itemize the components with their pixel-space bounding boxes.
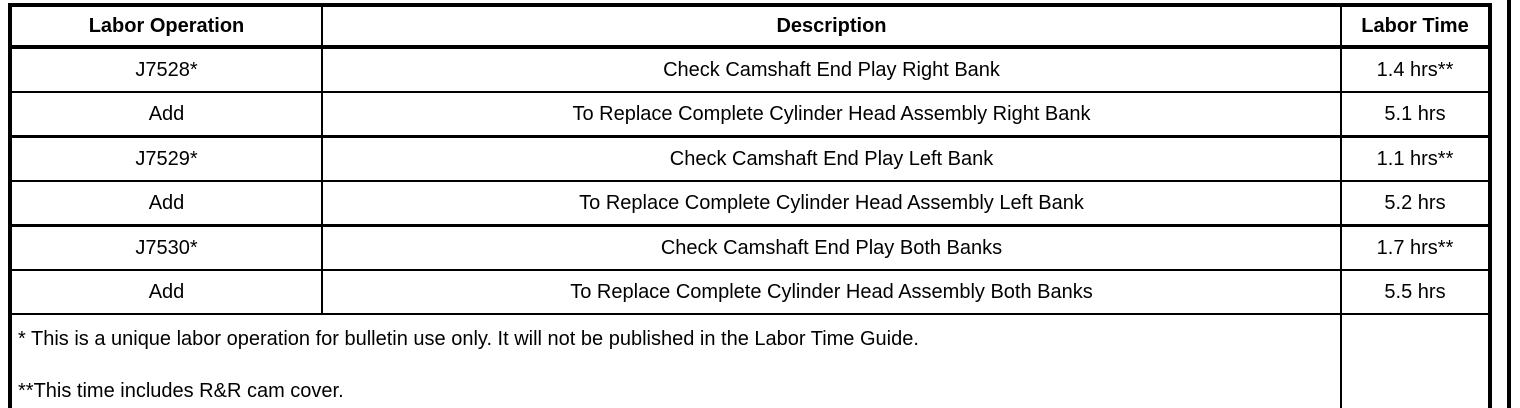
cell-labor-time: 5.5 hrs xyxy=(1340,269,1491,314)
cell-description: Check Camshaft End Play Right Bank xyxy=(321,47,1342,92)
footnote-cell: * This is a unique labor operation for b… xyxy=(9,313,1342,408)
cell-operation: Add xyxy=(9,269,323,314)
cell-description: To Replace Complete Cylinder Head Assemb… xyxy=(321,269,1342,314)
cell-operation: J7530* xyxy=(9,224,323,270)
labor-time-table-container: Labor Operation Description Labor Time J… xyxy=(8,3,1492,408)
cell-description: To Replace Complete Cylinder Head Assemb… xyxy=(321,91,1342,137)
cell-labor-time: 1.4 hrs** xyxy=(1340,47,1491,92)
cell-operation: Add xyxy=(9,91,323,137)
header-labor-operation: Labor Operation xyxy=(9,5,323,49)
cell-labor-time: 1.1 hrs** xyxy=(1340,135,1491,181)
table-row: J7529* Check Camshaft End Play Left Bank… xyxy=(9,135,1491,181)
cell-operation: J7528* xyxy=(9,47,323,92)
table-row: Add To Replace Complete Cylinder Head As… xyxy=(9,91,1491,137)
cell-operation: J7529* xyxy=(9,135,323,181)
footnote-double-asterisk: **This time includes R&R cam cover. xyxy=(18,380,344,402)
cell-description: Check Camshaft End Play Left Bank xyxy=(321,135,1342,181)
table-row: J7530* Check Camshaft End Play Both Bank… xyxy=(9,224,1491,270)
header-row: Labor Operation Description Labor Time xyxy=(9,5,1491,49)
footnote-row: * This is a unique labor operation for b… xyxy=(9,313,1491,408)
page-border-fragment xyxy=(1507,0,1511,408)
cell-labor-time: 5.2 hrs xyxy=(1340,180,1491,226)
header-labor-time: Labor Time xyxy=(1340,5,1491,49)
cell-labor-time: 5.1 hrs xyxy=(1340,91,1491,137)
cell-labor-time: 1.7 hrs** xyxy=(1340,224,1491,270)
cell-description: Check Camshaft End Play Both Banks xyxy=(321,224,1342,270)
table-row: Add To Replace Complete Cylinder Head As… xyxy=(9,269,1491,314)
footnote-asterisk: * This is a unique labor operation for b… xyxy=(18,328,919,350)
footnote-empty-labor-time-cell xyxy=(1340,313,1491,408)
table-row: J7528* Check Camshaft End Play Right Ban… xyxy=(9,47,1491,92)
cell-description: To Replace Complete Cylinder Head Assemb… xyxy=(321,180,1342,226)
labor-time-table: Labor Operation Description Labor Time J… xyxy=(8,3,1492,408)
table-row: Add To Replace Complete Cylinder Head As… xyxy=(9,180,1491,226)
header-description: Description xyxy=(321,5,1342,49)
cell-operation: Add xyxy=(9,180,323,226)
